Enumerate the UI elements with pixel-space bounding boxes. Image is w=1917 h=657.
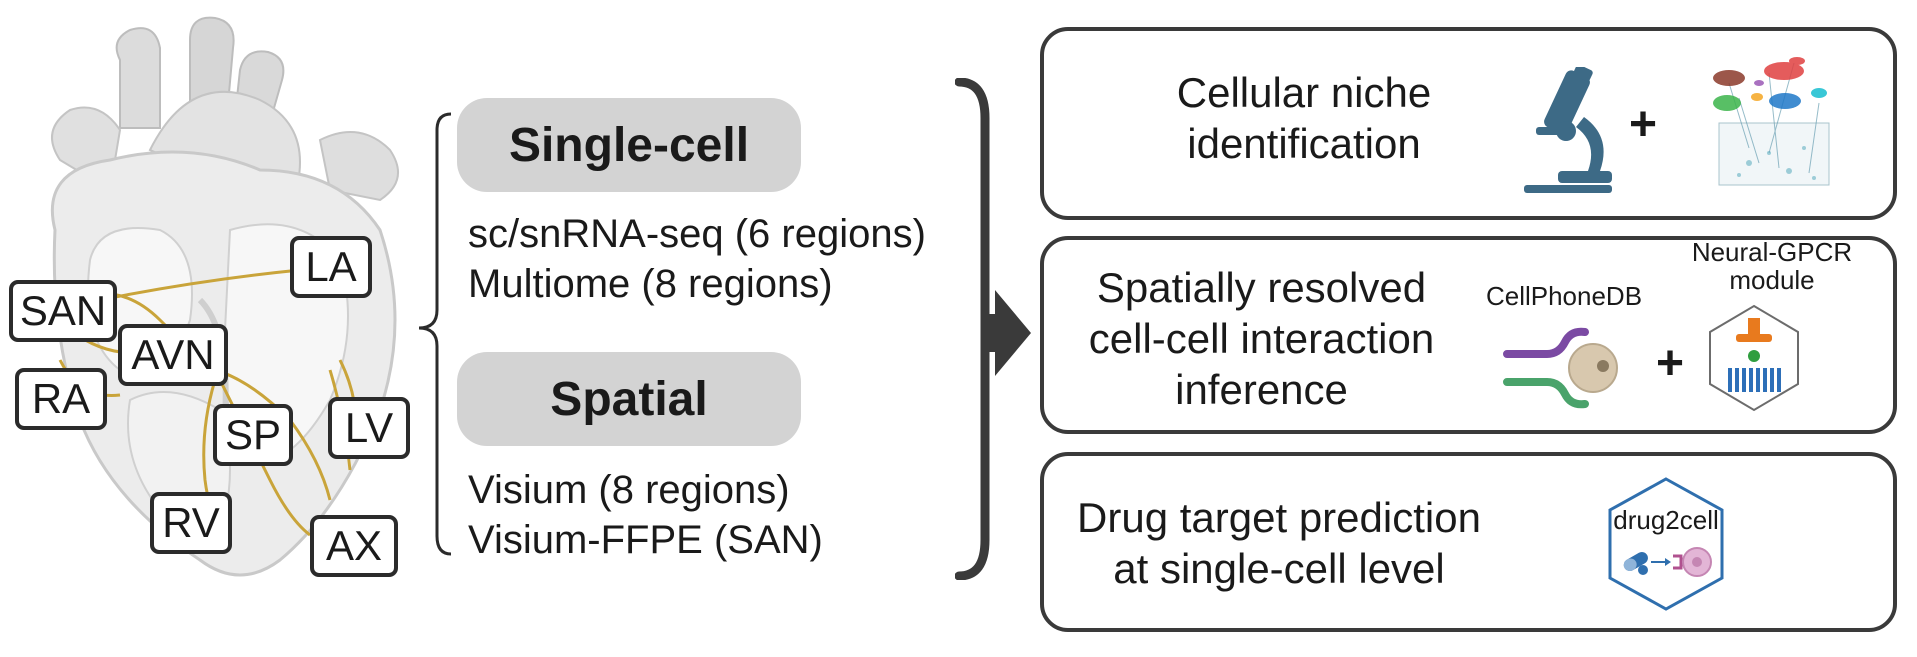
- cellphonedb-label: CellPhoneDB: [1485, 281, 1643, 311]
- region-label-san: SAN: [9, 280, 117, 342]
- left-bracket: [418, 112, 452, 556]
- single-cell-line-1: sc/snRNA-seq (6 regions): [468, 212, 926, 256]
- cellular-niche-title-line-2: identification: [1187, 120, 1421, 167]
- cell-interaction-title-line-3: inference: [1175, 366, 1348, 413]
- neural-gpcr-label-line-2: module: [1729, 265, 1815, 295]
- neural-gpcr-label-line-1: Neural-GPCR: [1691, 237, 1853, 267]
- single-cell-pill: Single-cell: [457, 98, 801, 192]
- drug2cell-hex-icon: [1608, 477, 1724, 611]
- cell-interaction-title-line-2: cell-cell interaction: [1088, 315, 1435, 362]
- region-label-ax: AX: [310, 515, 398, 577]
- neural-gpcr-label: Neural-GPCR module: [1672, 238, 1872, 294]
- right-arrow: [983, 290, 1031, 376]
- drug-target-title-line-2: at single-cell level: [1113, 545, 1445, 592]
- single-cell-title: Single-cell: [508, 118, 750, 172]
- region-label-lv: LV: [328, 397, 410, 459]
- cell-interaction-title-line-1: Spatially resolved: [1096, 264, 1427, 311]
- cellular-niche-title: Cellular niche identification: [1104, 67, 1504, 169]
- output-box-drug-target: Drug target prediction at single-cell le…: [1040, 452, 1897, 632]
- cellular-niche-title-line-1: Cellular niche: [1176, 69, 1432, 116]
- output-box-cell-interaction: Spatially resolved cell-cell interaction…: [1040, 236, 1897, 434]
- cell-interaction-title: Spatially resolved cell-cell interaction…: [1074, 262, 1449, 415]
- cellphonedb-icon: [1503, 327, 1618, 409]
- drug-target-title: Drug target prediction at single-cell le…: [1074, 492, 1484, 594]
- region-label-la: LA: [290, 236, 372, 298]
- output-box-cellular-niche: Cellular niche identification +: [1040, 27, 1897, 220]
- drug-target-title-line-1: Drug target prediction: [1077, 494, 1481, 541]
- spatial-title: Spatial: [550, 372, 708, 426]
- spatial-niche-map-icon: [1713, 57, 1830, 186]
- region-label-rv: RV: [150, 492, 232, 554]
- region-label-ra: RA: [15, 368, 107, 430]
- spatial-pill: Spatial: [457, 352, 801, 446]
- single-cell-line-2: Multiome (8 regions): [468, 262, 833, 306]
- plus-sign-1: +: [1629, 98, 1658, 151]
- region-label-avn: AVN: [118, 324, 228, 386]
- region-label-sp: SP: [213, 404, 293, 466]
- spatial-line-1: Visium (8 regions): [468, 468, 790, 512]
- drug2cell-label: drug2cell: [1613, 505, 1719, 535]
- neural-gpcr-icon: [1709, 304, 1799, 412]
- microscope-icon: [1524, 67, 1612, 193]
- plus-sign-2: +: [1656, 337, 1685, 390]
- spatial-line-2: Visium-FFPE (SAN): [468, 518, 823, 562]
